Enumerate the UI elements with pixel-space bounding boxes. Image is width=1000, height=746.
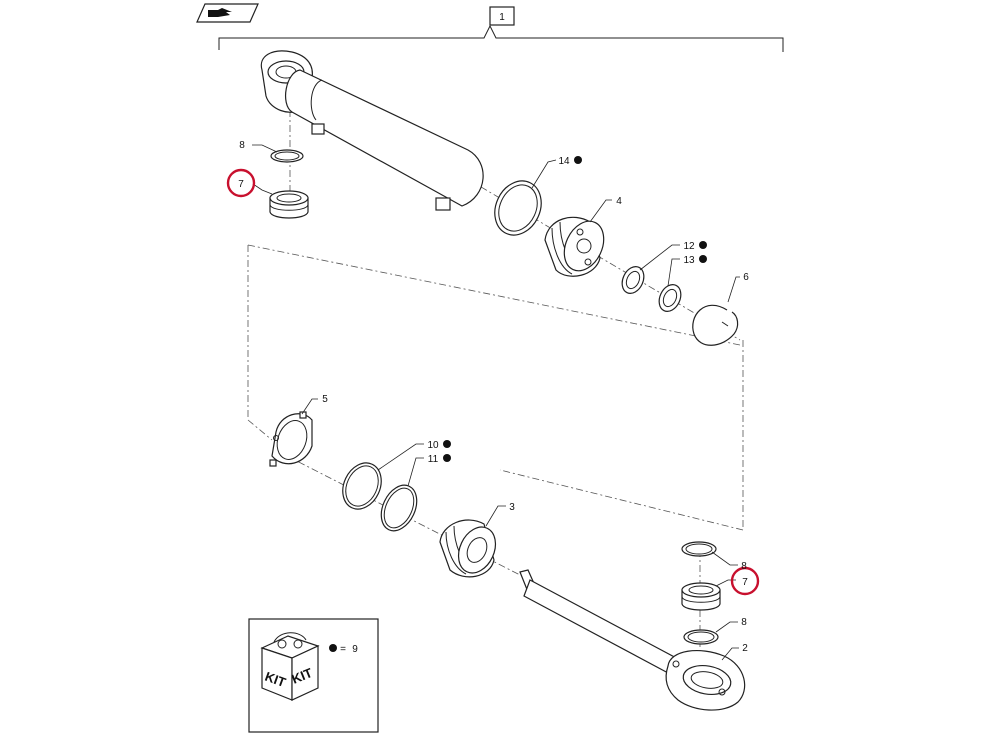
callout-6: 6 — [743, 272, 749, 283]
part-10-ring — [342, 462, 382, 510]
kit-number: 9 — [352, 644, 358, 655]
part-7-top-bushing — [269, 190, 309, 219]
kit-dot-icon-13 — [699, 255, 707, 263]
callout-7-bottom: 7 — [742, 577, 748, 588]
callout-11: 11 — [428, 454, 439, 465]
kit-dot-icon-11 — [443, 454, 451, 462]
part-2-piston-rod — [519, 569, 746, 711]
assembly-label: 1 — [499, 12, 505, 23]
kit-dot-icon-10 — [443, 440, 451, 448]
cylinder-barrel — [260, 50, 484, 211]
callout-3: 3 — [509, 502, 515, 513]
highlight-7-bottom — [730, 566, 760, 596]
callout-8-bottom: 8 — [741, 617, 747, 628]
part-14-ring — [494, 180, 542, 236]
part-5-lock-plate — [269, 411, 313, 467]
callout-5: 5 — [322, 394, 328, 405]
kit-box-icon: KIT KIT — [260, 632, 320, 701]
kit-legend: KIT KIT = 9 — [248, 618, 379, 733]
callout-12: 12 — [683, 241, 695, 252]
callout-14: 14 — [558, 156, 570, 167]
highlight-7-top — [226, 168, 256, 198]
dashed-envelope — [247, 244, 744, 531]
part-11-ring — [380, 484, 418, 532]
part-4-gland — [544, 216, 605, 277]
callout-7-top: 7 — [238, 179, 244, 190]
callout-8-mid: 8 — [741, 561, 747, 572]
kit-dot-icon-14 — [574, 156, 582, 164]
kit-equals: = — [340, 644, 346, 655]
nav-button[interactable] — [196, 3, 259, 23]
filled-dot-icon — [329, 644, 337, 652]
kit-word-right: KIT — [290, 665, 315, 687]
hand-arrow-icon — [208, 8, 232, 17]
part-3-piston — [439, 519, 497, 578]
kit-word-left: KIT — [263, 669, 288, 690]
kit-dot-icon-12 — [699, 241, 707, 249]
callout-10: 10 — [427, 440, 439, 451]
callout-labels: 8 7 14 4 12 13 6 5 10 11 3 8 7 8 2 — [238, 140, 749, 654]
assembly-bracket: 1 — [218, 6, 784, 52]
part-12-seal — [621, 266, 645, 294]
callout-13: 13 — [683, 255, 695, 266]
leader-lines — [252, 144, 740, 661]
part-13-wiper — [658, 284, 682, 312]
callout-8-top: 8 — [239, 140, 245, 151]
callout-2: 2 — [742, 643, 748, 654]
callout-4: 4 — [616, 196, 622, 207]
part-7-bottom-bushing — [681, 582, 721, 611]
part-6-snap-ring — [692, 304, 739, 346]
assembly-label-box — [489, 6, 515, 26]
